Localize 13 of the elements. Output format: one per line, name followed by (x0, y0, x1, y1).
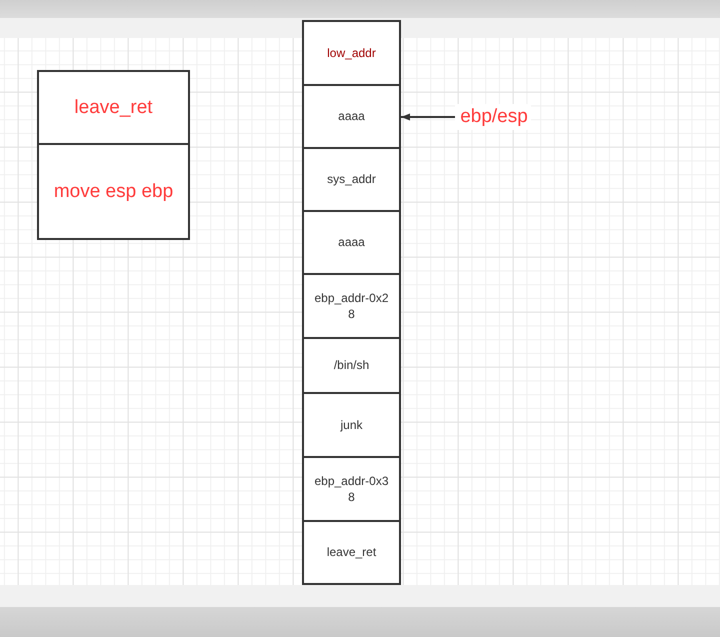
stack-slot: ebp_addr-0x38 (302, 456, 401, 522)
instruction-box: move esp ebp (37, 143, 190, 240)
arrow (401, 114, 455, 120)
stack-slot: aaaa (302, 84, 401, 149)
pointer-label: ebp/esp (455, 104, 531, 130)
stack-slot: sys_addr (302, 147, 401, 212)
stack-slot: junk (302, 392, 401, 458)
stack-slot: leave_ret (302, 520, 401, 585)
stack-slot: ebp_addr-0x28 (302, 273, 401, 339)
stack-slot: low_addr (302, 20, 401, 86)
instruction-box: leave_ret (37, 70, 190, 145)
stack-slot: /bin/sh (302, 337, 401, 394)
stack-slot: aaaa (302, 210, 401, 275)
